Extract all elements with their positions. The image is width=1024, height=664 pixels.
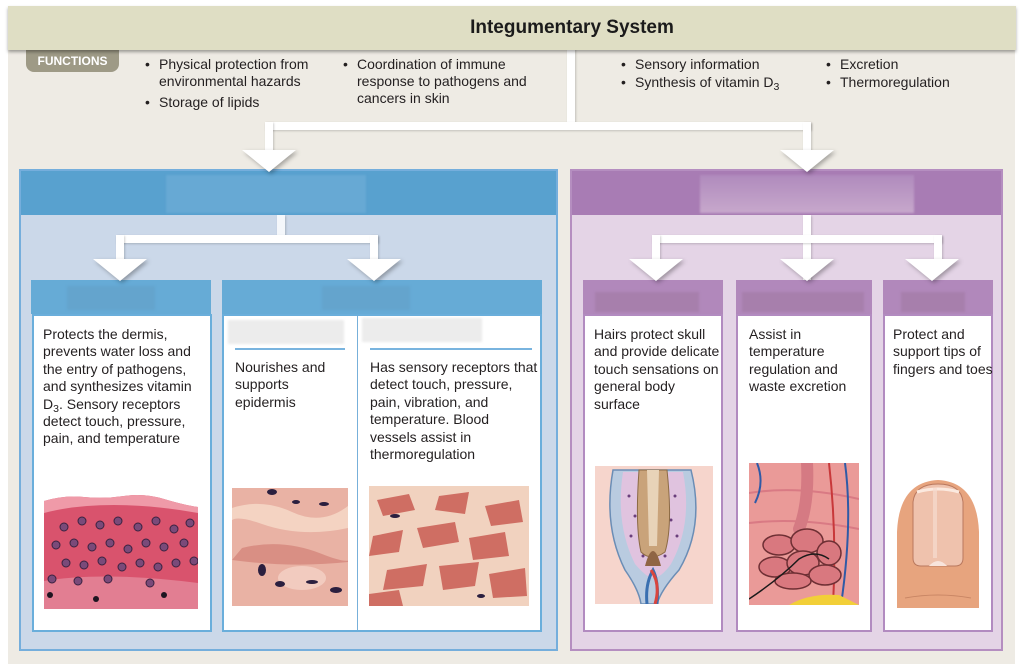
card-description: Protects the dermis, prevents water loss… xyxy=(43,326,209,448)
connector-line xyxy=(567,48,575,124)
arrow-down-icon xyxy=(629,259,683,281)
arrow-down-icon xyxy=(347,259,401,281)
card-description: Assist in temperature regulation and was… xyxy=(749,326,847,395)
panel-label-masked xyxy=(700,175,914,213)
info-card: Hairs protect skull and provide delicate… xyxy=(583,314,723,632)
hair-follicle-illustration xyxy=(595,466,713,604)
panel-label-masked xyxy=(166,175,366,213)
subcard-label-masked xyxy=(228,320,344,344)
epidermis-micrograph xyxy=(44,491,198,609)
subscript: 3 xyxy=(773,81,780,94)
card-header xyxy=(736,280,872,314)
left-category-panel: Protects the dermis, prevents water loss… xyxy=(19,169,558,651)
arrow-down-icon xyxy=(780,150,834,172)
info-card: Assist in temperature regulation and was… xyxy=(736,314,872,632)
card-description: Nourishes and supports epidermis xyxy=(235,359,326,410)
function-item: Synthesis of vitamin D3 xyxy=(621,74,780,94)
card-label-masked xyxy=(901,292,965,312)
function-text: Synthesis of vitamin D xyxy=(635,74,774,90)
connector-line xyxy=(116,235,124,261)
card-label-masked xyxy=(322,286,410,310)
connector-line xyxy=(277,215,285,239)
functions-list-1: Physical protection from environmental h… xyxy=(145,56,335,115)
functions-list-3: Sensory information Synthesis of vitamin… xyxy=(621,56,779,92)
function-item: Excretion xyxy=(826,56,950,73)
papillary-layer-micrograph xyxy=(232,488,348,606)
arrow-down-icon xyxy=(780,259,834,281)
function-item: Physical protection from environmental h… xyxy=(145,56,335,90)
right-category-panel: Hairs protect skull and provide delicate… xyxy=(570,169,1003,651)
sweat-gland-illustration xyxy=(749,463,859,605)
info-card: Protects the dermis, prevents water loss… xyxy=(32,314,212,632)
panel-header xyxy=(572,171,1001,215)
card-label-masked xyxy=(742,292,864,312)
card-text: . Sensory receptors detect touch, pressu… xyxy=(43,395,186,447)
connector-line xyxy=(370,235,378,261)
card-description: Protect and support tips of fingers and … xyxy=(893,326,993,377)
info-card: Protect and support tips of fingers and … xyxy=(883,314,993,632)
connector-line xyxy=(652,235,660,261)
function-item: Thermoregulation xyxy=(826,74,950,91)
function-item: Coordination of immune response to patho… xyxy=(343,56,528,107)
connector-line xyxy=(803,215,811,299)
connector-line xyxy=(265,122,273,152)
card-header xyxy=(583,280,723,314)
connector-line xyxy=(934,235,942,261)
card-label-masked xyxy=(67,286,155,310)
functions-list-4: Excretion Thermoregulation xyxy=(826,56,950,92)
connector-line xyxy=(265,122,811,130)
divider-rule xyxy=(370,348,532,350)
connector-line xyxy=(652,235,942,243)
arrow-down-icon xyxy=(242,150,296,172)
arrow-down-icon xyxy=(93,259,147,281)
card-header xyxy=(222,280,542,314)
function-item: Sensory information xyxy=(621,56,779,73)
arrow-down-icon xyxy=(905,259,959,281)
fingernail-illustration xyxy=(895,478,981,608)
card-header xyxy=(883,280,993,314)
reticular-layer-micrograph xyxy=(369,486,529,606)
card-description: Has sensory receptors that detect touch,… xyxy=(370,359,538,463)
subscript: 3 xyxy=(53,402,59,415)
card-text: Protects the dermis, prevents water loss… xyxy=(43,326,192,412)
card-label-masked xyxy=(595,292,699,312)
title-bar: Integumentary System xyxy=(8,6,1016,50)
divider-rule xyxy=(235,348,345,350)
info-card: Nourishes and supports epidermis Has sen… xyxy=(222,314,542,632)
functions-tag: FUNCTIONS xyxy=(26,50,119,72)
card-header xyxy=(31,280,211,314)
subcard-label-masked xyxy=(362,318,482,342)
subcard-divider xyxy=(357,316,358,630)
card-description: Hairs protect skull and provide delicate… xyxy=(594,326,720,412)
function-item: Storage of lipids xyxy=(145,94,335,111)
functions-list-2: Coordination of immune response to patho… xyxy=(343,56,528,111)
panel-header xyxy=(21,171,556,215)
page-title: Integumentary System xyxy=(470,17,674,38)
connector-line xyxy=(803,122,811,152)
connector-line xyxy=(116,235,378,243)
